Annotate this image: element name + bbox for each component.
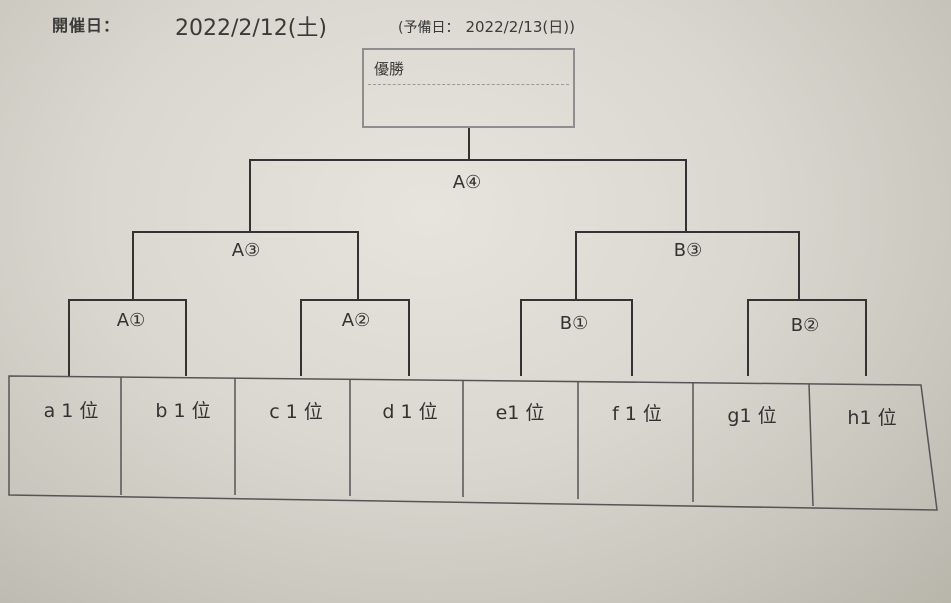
team-a-label: a 1 位 xyxy=(43,400,99,422)
team-f-label: f 1 位 xyxy=(612,403,662,425)
reserve-date: (予備日： 2022/2/13(日)) xyxy=(398,16,575,37)
team-e-label: e1 位 xyxy=(495,402,545,424)
reserve-date-label: (予備日： xyxy=(398,20,460,36)
event-date-label: 開催日： xyxy=(52,16,121,35)
bracket-b3 xyxy=(575,231,800,300)
bracket-a3 xyxy=(132,231,359,300)
reserve-date-value: 2022/2/13(日)) xyxy=(465,18,575,36)
team-c-label: c 1 位 xyxy=(269,401,323,423)
bracket-final xyxy=(249,159,687,232)
team-boxes xyxy=(8,375,938,511)
match-b1-label: B① xyxy=(559,313,589,334)
winner-box: 優勝 xyxy=(362,48,575,128)
team-g-label: g1 位 xyxy=(727,405,777,427)
bracket-b2 xyxy=(747,299,867,376)
match-a1-label: A① xyxy=(116,310,146,331)
bracket-b1 xyxy=(520,299,633,376)
match-b3-label: B③ xyxy=(673,240,703,261)
winner-label: 優勝 xyxy=(374,60,405,78)
team-h-label: h1 位 xyxy=(847,407,897,429)
event-date: 2022/2/12(土) xyxy=(175,16,327,41)
match-a4-label: A④ xyxy=(452,172,482,193)
match-a2-label: A② xyxy=(341,310,371,331)
match-b2-label: B② xyxy=(790,315,820,336)
winner-divider xyxy=(368,84,569,85)
team-b-label: b 1 位 xyxy=(155,400,211,422)
bracket-a1 xyxy=(68,299,187,376)
bracket-a2 xyxy=(300,299,410,376)
team-d-label: d 1 位 xyxy=(382,401,438,423)
match-a3-label: A③ xyxy=(231,240,261,261)
